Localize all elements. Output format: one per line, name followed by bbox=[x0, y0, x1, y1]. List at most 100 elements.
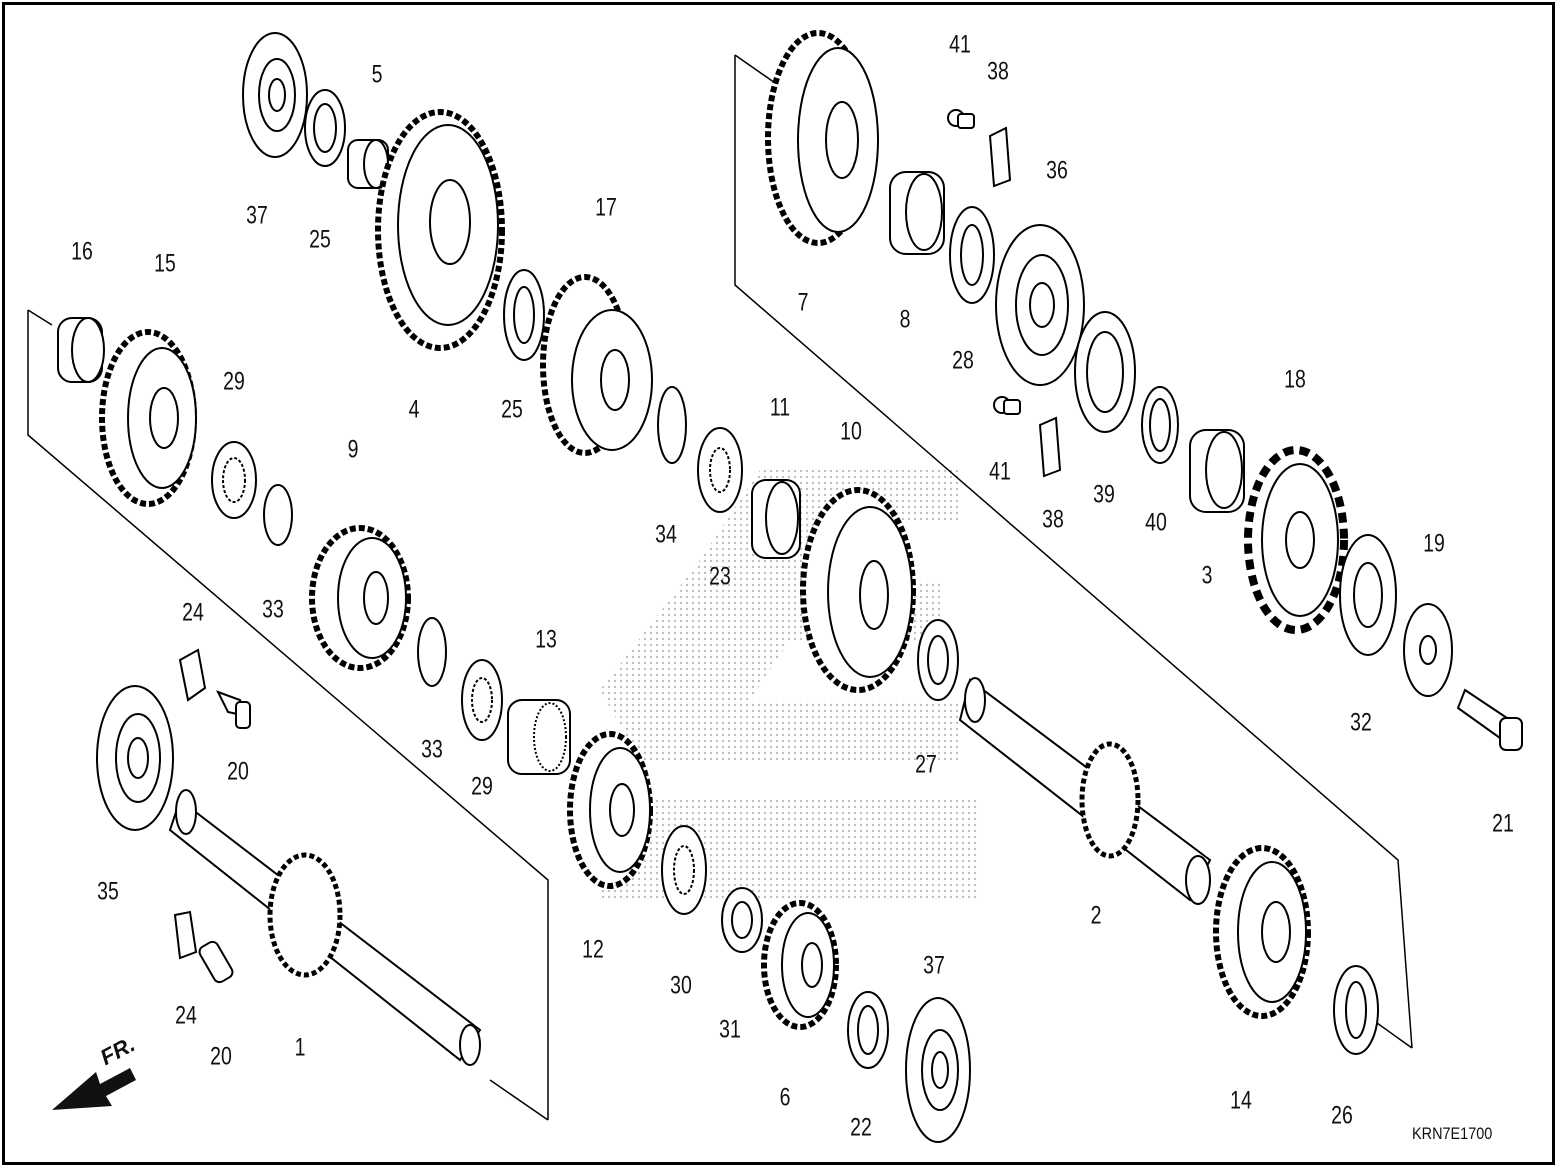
callout-label: 29 bbox=[223, 367, 245, 396]
bearing-37-top bbox=[242, 32, 308, 158]
oring-40 bbox=[1141, 386, 1179, 464]
spline-washer-29-bottom bbox=[461, 659, 503, 741]
bearing-37-bottom bbox=[905, 997, 971, 1143]
plate-38-top bbox=[988, 126, 1012, 188]
mainshaft-2 bbox=[958, 677, 1212, 905]
callout-label: 4 bbox=[408, 395, 420, 424]
callout-label: 20 bbox=[210, 1042, 232, 1071]
countershaft-group-outline bbox=[27, 309, 549, 1121]
bushing-11 bbox=[751, 479, 801, 559]
callout-label: 32 bbox=[1350, 708, 1372, 737]
bolt-41-top bbox=[947, 109, 975, 129]
callout-label: 25 bbox=[309, 225, 331, 254]
gear-10 bbox=[800, 487, 916, 693]
bolt-41-bottom bbox=[993, 396, 1021, 415]
callout-label: 37 bbox=[246, 201, 268, 230]
bearing-36 bbox=[995, 224, 1085, 386]
callout-label: 14 bbox=[1230, 1086, 1252, 1115]
callout-label: 2 bbox=[1090, 901, 1102, 930]
callout-label: 6 bbox=[779, 1083, 791, 1112]
callout-label: 7 bbox=[797, 288, 809, 317]
stopper-plate-24-top bbox=[178, 648, 207, 702]
front-direction-arrow-icon bbox=[52, 1068, 136, 1110]
callout-label: 39 bbox=[1093, 480, 1115, 509]
washer-26 bbox=[1333, 965, 1379, 1055]
washer-27 bbox=[917, 619, 959, 701]
plate-38-bottom bbox=[1038, 416, 1062, 478]
gear-14 bbox=[1213, 845, 1311, 1019]
callout-label: 9 bbox=[347, 435, 359, 464]
washer-19 bbox=[1403, 603, 1453, 697]
seal-39 bbox=[1074, 311, 1136, 433]
callout-label: 36 bbox=[1046, 156, 1068, 185]
bolt-20-top bbox=[215, 690, 251, 729]
stopper-plate-24-bottom bbox=[173, 910, 198, 960]
callout-label: 41 bbox=[989, 457, 1011, 486]
spline-washer-23 bbox=[697, 427, 743, 513]
callout-label: 1 bbox=[294, 1033, 306, 1062]
lock-washer-31 bbox=[721, 887, 763, 953]
callout-label: 12 bbox=[582, 935, 604, 964]
callout-label: 15 bbox=[154, 249, 176, 278]
callout-label: 18 bbox=[1284, 365, 1306, 394]
callout-label: 41 bbox=[949, 30, 971, 59]
plate-32 bbox=[1339, 534, 1397, 656]
drawing-code: KRN7E1700 bbox=[1412, 1124, 1493, 1143]
callout-label: 29 bbox=[471, 772, 493, 801]
gear-12 bbox=[567, 731, 653, 889]
callout-label: 28 bbox=[952, 346, 974, 375]
callout-label: 8 bbox=[899, 305, 911, 334]
callout-label: 5 bbox=[371, 60, 383, 89]
callout-label: 40 bbox=[1145, 508, 1167, 537]
countershaft-1 bbox=[168, 789, 482, 1066]
callout-label: 10 bbox=[840, 417, 862, 446]
collar-3 bbox=[1189, 429, 1245, 513]
callout-label: 26 bbox=[1331, 1101, 1353, 1130]
callout-label: 11 bbox=[769, 393, 791, 422]
callout-label: 38 bbox=[1042, 505, 1064, 534]
callout-label: 33 bbox=[262, 595, 284, 624]
callout-label: 37 bbox=[923, 951, 945, 980]
washer-25-mid bbox=[503, 269, 545, 361]
callout-label: 16 bbox=[71, 237, 93, 266]
spline-washer-29-top bbox=[211, 441, 257, 519]
circlip-33-bottom bbox=[417, 617, 447, 687]
callout-label: 22 bbox=[850, 1113, 872, 1142]
bolt-21 bbox=[1456, 688, 1523, 751]
circlip-34 bbox=[657, 386, 687, 464]
sprocket-18 bbox=[1244, 446, 1348, 634]
bearing-35 bbox=[96, 685, 174, 831]
gear-7 bbox=[765, 30, 879, 246]
circlip-33-top bbox=[263, 484, 293, 546]
bushing-8 bbox=[889, 171, 945, 255]
washer-22 bbox=[847, 991, 889, 1069]
callout-label: 25 bbox=[501, 395, 523, 424]
bolt-20-bottom bbox=[198, 940, 234, 984]
callout-label: 17 bbox=[595, 193, 617, 222]
callout-label: 30 bbox=[670, 971, 692, 1000]
callout-label: 33 bbox=[421, 735, 443, 764]
gear-9 bbox=[309, 525, 411, 671]
callout-label: 19 bbox=[1423, 529, 1445, 558]
callout-label: 20 bbox=[227, 757, 249, 786]
washer-25-top bbox=[304, 89, 346, 167]
gear-17 bbox=[540, 274, 653, 456]
callout-label: 24 bbox=[182, 598, 204, 627]
callout-label: 21 bbox=[1492, 809, 1514, 838]
gear-15 bbox=[99, 329, 197, 507]
needle-bearing-13 bbox=[507, 699, 571, 775]
callout-label: 3 bbox=[1201, 561, 1213, 590]
callout-label: 38 bbox=[987, 57, 1009, 86]
bushing-16 bbox=[57, 317, 105, 383]
callout-label: 23 bbox=[709, 562, 731, 591]
callout-label: 34 bbox=[655, 520, 677, 549]
callout-label: 13 bbox=[535, 625, 557, 654]
callout-label: 31 bbox=[719, 1015, 741, 1044]
callout-label: 27 bbox=[915, 750, 937, 779]
callout-label: 24 bbox=[175, 1001, 197, 1030]
washer-28 bbox=[949, 206, 995, 304]
spline-washer-30 bbox=[661, 825, 707, 915]
